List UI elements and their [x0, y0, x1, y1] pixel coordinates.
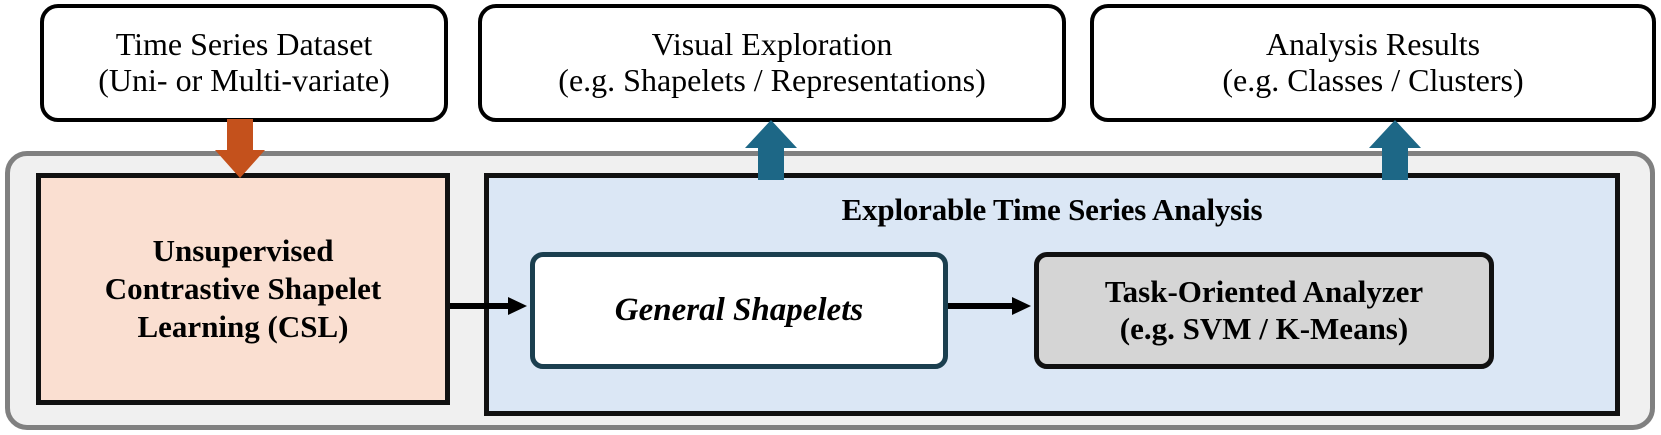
analyzer-line-1: Task-Oriented Analyzer: [1104, 273, 1424, 309]
csl-line-2: Contrastive Shapelet: [104, 271, 382, 307]
csl-line-3: Learning (CSL): [137, 308, 349, 344]
visual-exploration-line-1: Visual Exploration: [651, 26, 893, 63]
dataset-line-1: Time Series Dataset: [115, 26, 373, 63]
general-shapelets-box: General Shapelets: [530, 252, 948, 369]
visual-exploration-box: Visual Exploration (e.g. Shapelets / Rep…: [478, 4, 1066, 122]
dataset-line-2: (Uni- or Multi-variate): [98, 62, 390, 98]
panel-title: Explorable Time Series Analysis: [841, 192, 1263, 227]
visual-exploration-line-2: (e.g. Shapelets / Representations): [558, 62, 986, 98]
csl-line-1: Unsupervised: [152, 233, 334, 269]
analysis-results-box: Analysis Results (e.g. Classes / Cluster…: [1090, 4, 1656, 122]
explorable-time-series-analysis-panel: Explorable Time Series Analysis General …: [484, 173, 1620, 416]
analysis-results-line-1: Analysis Results: [1265, 26, 1481, 63]
unsupervised-csl-box: Unsupervised Contrastive Shapelet Learni…: [36, 173, 450, 405]
analyzer-line-2: (e.g. SVM / K-Means): [1119, 310, 1409, 346]
analysis-results-line-2: (e.g. Classes / Clusters): [1222, 62, 1524, 98]
general-shapelets-label: General Shapelets: [614, 292, 864, 328]
task-oriented-analyzer-box: Task-Oriented Analyzer (e.g. SVM / K-Mea…: [1034, 252, 1494, 369]
time-series-dataset-box: Time Series Dataset (Uni- or Multi-varia…: [40, 4, 448, 122]
